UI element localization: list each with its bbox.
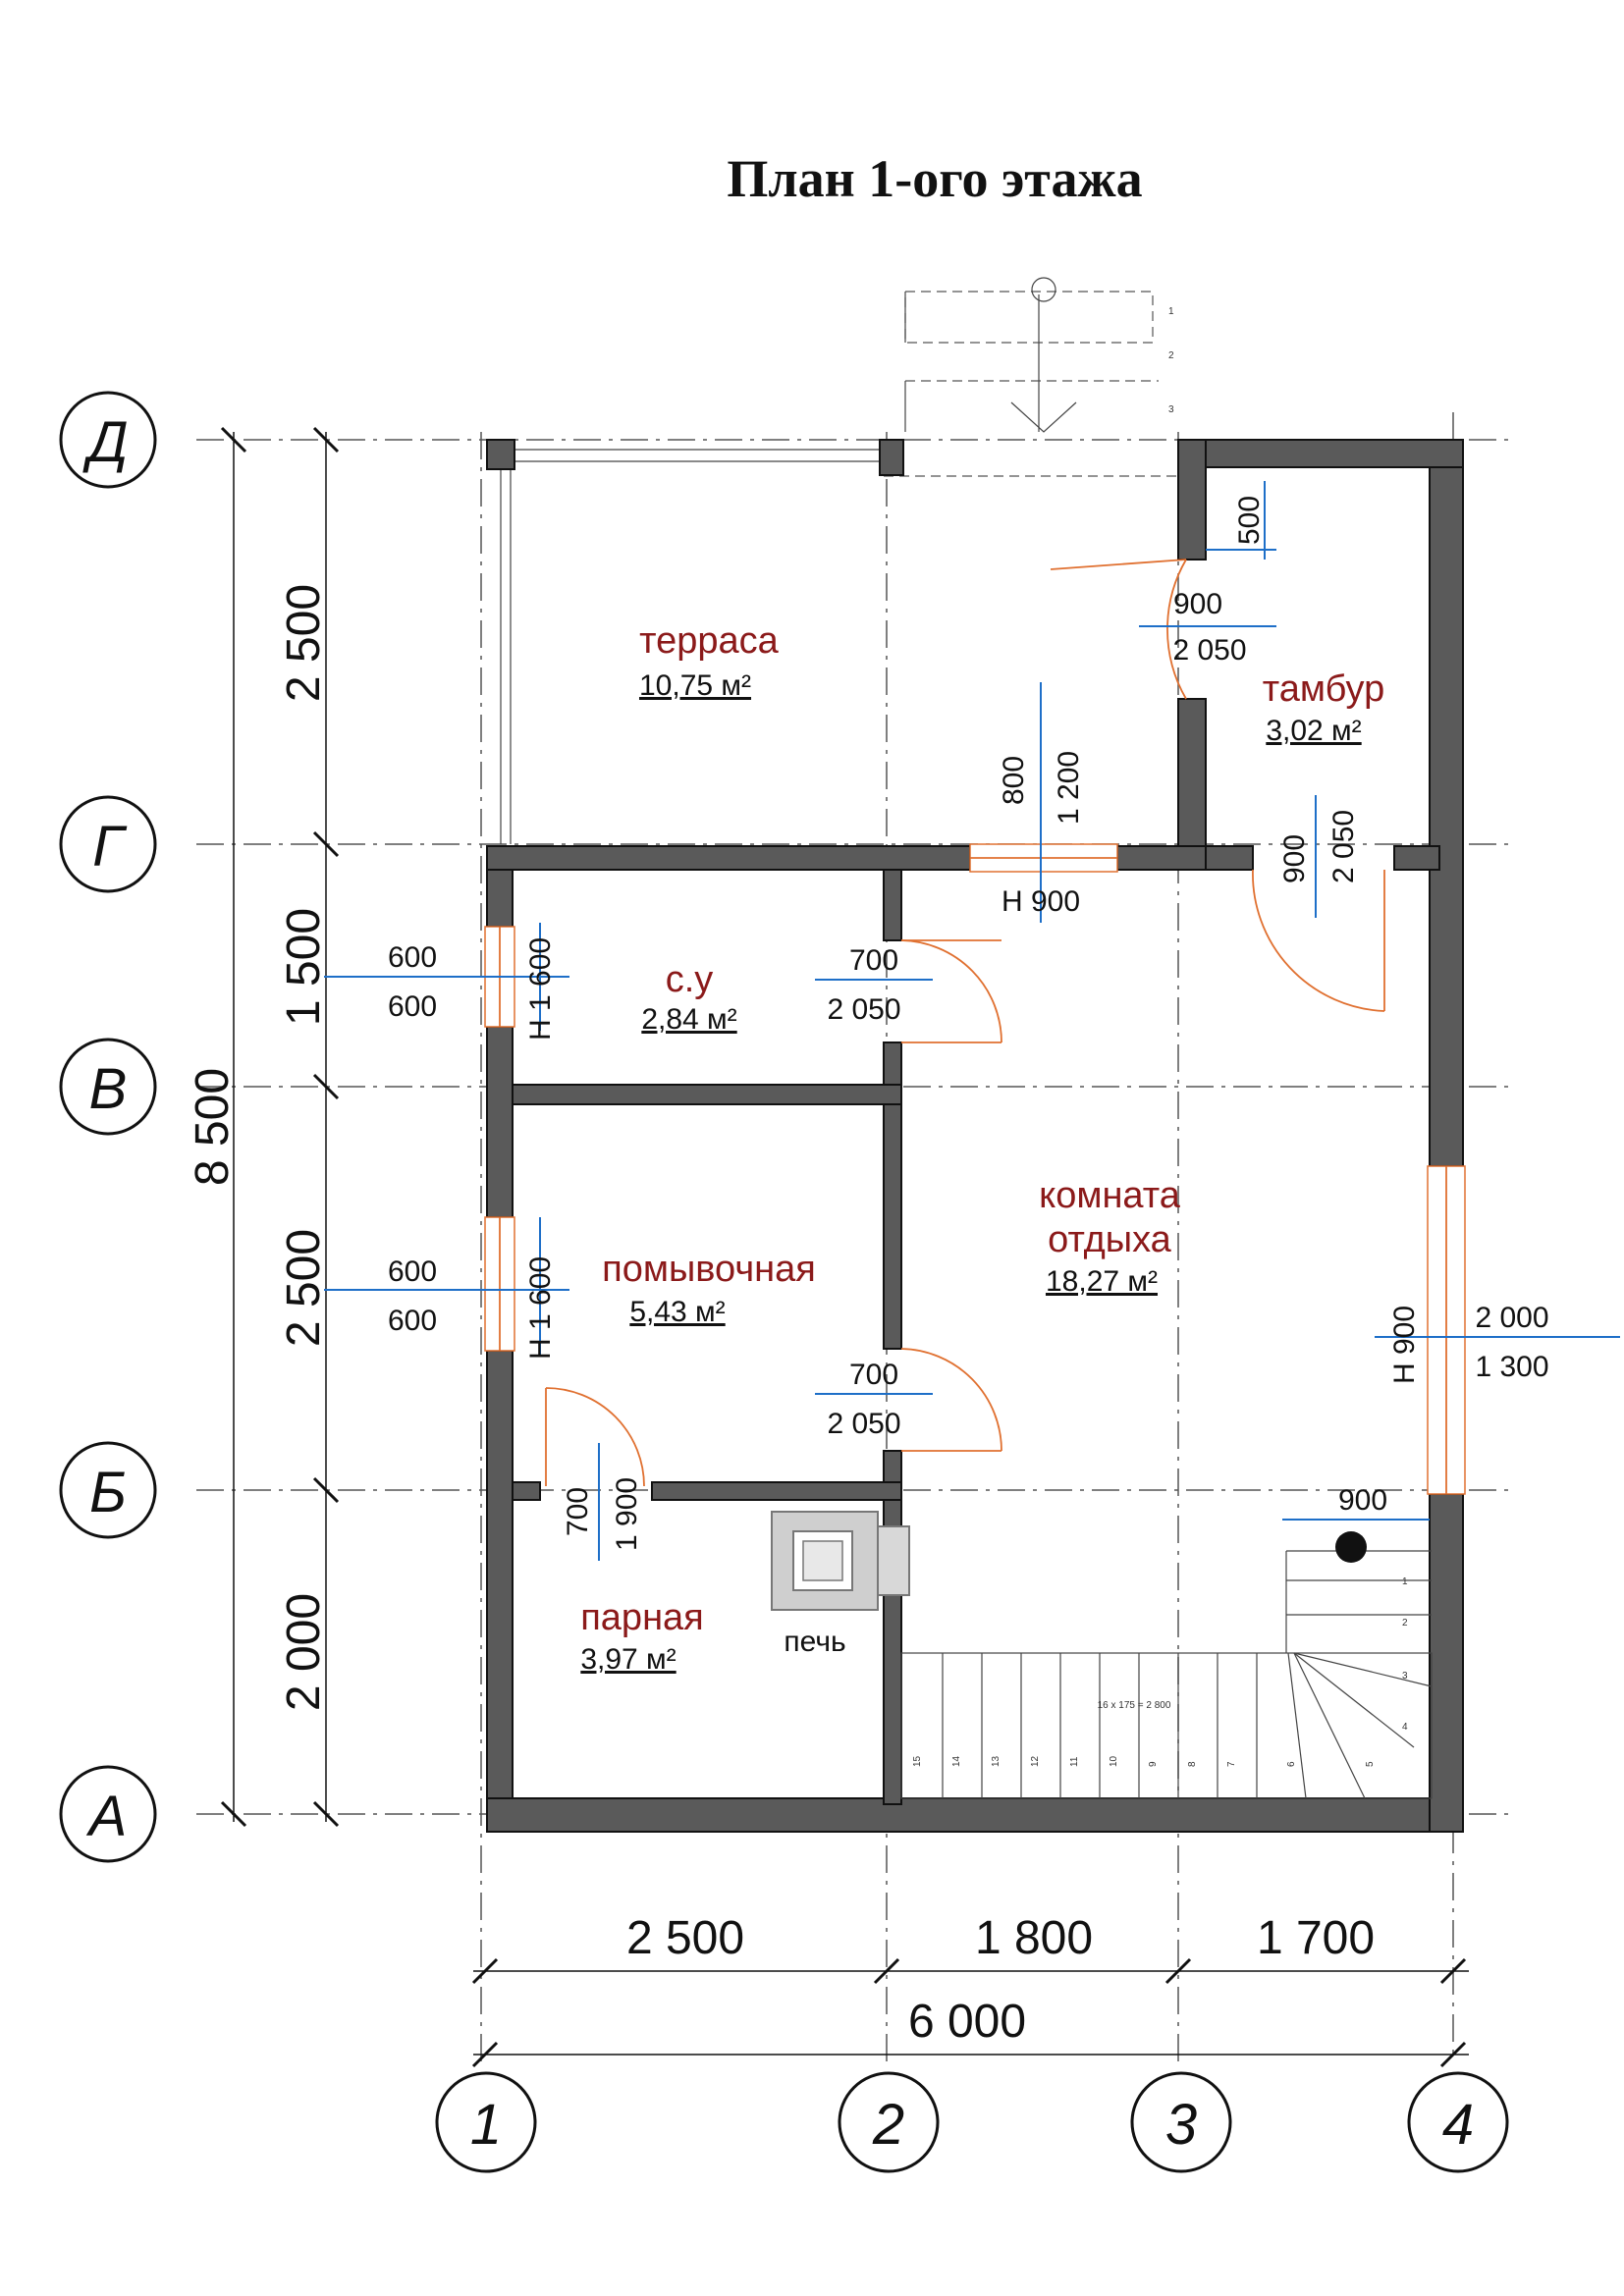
wash-window-sill: Н 1 600 — [524, 1256, 557, 1360]
stair-step-number: 6 — [1286, 1761, 1297, 1767]
walls — [486, 439, 1464, 1833]
stair-step-number: 9 — [1148, 1761, 1159, 1767]
windows — [484, 843, 1466, 1495]
wc-door-height: 2 050 — [827, 993, 900, 1026]
terrace-outline — [486, 439, 1178, 844]
wash-window-height: 600 — [388, 1305, 437, 1337]
room-area-lounge: 18,27 м² — [1046, 1265, 1158, 1298]
axis-label: А — [86, 1785, 128, 1848]
room-area-steam: 3,97 м² — [580, 1643, 676, 1676]
inner-door-height: 2 050 — [1327, 810, 1360, 883]
wc-door-width: 700 — [849, 944, 898, 977]
opening-annotations: 500 900 2 050 800 1 200 Н 900 900 2 050 … — [324, 481, 1620, 1561]
stair-step-number: 11 — [1069, 1756, 1080, 1767]
wash-door-height: 2 050 — [827, 1408, 900, 1440]
terrace-window-sill: Н 900 — [1001, 885, 1080, 918]
steam-door-width: 700 — [562, 1487, 594, 1536]
stair-step-number: 14 — [951, 1755, 962, 1767]
dim-gv: 1 500 — [278, 908, 330, 1026]
steam-door-height: 1 900 — [611, 1477, 643, 1551]
dim-total-horizontal: 6 000 — [908, 1996, 1026, 2048]
stove: печь — [771, 1511, 910, 1658]
axis-label: Г — [92, 815, 128, 879]
axis-label: 3 — [1165, 2093, 1197, 2157]
room-name-vestibule: тамбур — [1263, 668, 1384, 710]
stair-width: 900 — [1338, 1484, 1387, 1517]
porch-steps: 1 2 3 — [904, 277, 1174, 433]
stair-note: 16 x 175 = 2 800 — [1098, 1700, 1171, 1711]
vestibule-wall-size: 500 — [1233, 496, 1266, 545]
stair-step-number: 7 — [1226, 1761, 1237, 1767]
stair-step-number: 13 — [991, 1755, 1001, 1767]
axis-label: 4 — [1442, 2093, 1474, 2157]
room-area-vestibule: 3,02 м² — [1266, 715, 1361, 747]
terrace-window-height: 1 200 — [1053, 751, 1085, 825]
dim-ba: 2 000 — [278, 1593, 330, 1711]
wc-window-sill: Н 1 600 — [524, 937, 557, 1041]
stair-step-number: 2 — [1402, 1618, 1408, 1629]
room-area-washroom: 5,43 м² — [629, 1296, 725, 1328]
horizontal-dimensions: 2 500 1 800 1 700 6 000 — [471, 1912, 1469, 2068]
axis-label: 1 — [470, 2093, 502, 2157]
room-name-lounge-1: комната — [1039, 1175, 1181, 1216]
lounge-window-width: 2 000 — [1475, 1302, 1548, 1334]
room-name-lounge-2: отдыха — [1048, 1219, 1172, 1260]
vestibule-door-width: 900 — [1173, 588, 1222, 620]
porch-step-number: 3 — [1168, 404, 1174, 415]
axis-label: В — [89, 1057, 128, 1121]
wash-window-width: 600 — [388, 1255, 437, 1288]
room-area-wc: 2,84 м² — [641, 1003, 736, 1036]
wash-door-width: 700 — [849, 1359, 898, 1391]
dim-vb: 2 500 — [278, 1229, 330, 1347]
room-area-terrace: 10,75 м² — [639, 669, 751, 702]
plan-title: План 1-ого этажа — [727, 149, 1142, 208]
axis-bubbles-numbers: 1 2 3 4 — [435, 2071, 1509, 2173]
axis-bubbles-letters: Д Г В Б А — [59, 391, 157, 1863]
wc-window-height: 600 — [388, 990, 437, 1023]
lounge-window-sill: Н 900 — [1388, 1306, 1421, 1384]
stairs: 16 x 175 = 2 800 15 14 13 12 11 10 9 8 7… — [900, 1531, 1433, 1799]
stair-step-number: 10 — [1109, 1755, 1119, 1767]
stair-step-number: 5 — [1365, 1761, 1376, 1767]
lounge-window-height: 1 300 — [1475, 1351, 1548, 1383]
inner-door-width: 900 — [1278, 834, 1311, 883]
axis-label: 2 — [872, 2093, 904, 2157]
stair-step-number: 4 — [1402, 1722, 1408, 1733]
dim-1-2: 2 500 — [626, 1912, 744, 1964]
room-name-wc: с.у — [666, 959, 714, 1000]
room-labels: терраса 10,75 м² тамбур 3,02 м² с.у 2,84… — [580, 620, 1384, 1676]
dim-2-3: 1 800 — [975, 1912, 1093, 1964]
room-name-steam: парная — [580, 1597, 704, 1638]
room-name-washroom: помывочная — [602, 1249, 816, 1290]
axis-label: Б — [89, 1461, 127, 1524]
dim-3-4: 1 700 — [1257, 1912, 1375, 1964]
vestibule-door-height: 2 050 — [1172, 634, 1246, 667]
stair-step-number: 8 — [1187, 1761, 1198, 1767]
room-name-terrace: терраса — [639, 620, 780, 662]
axis-label: Д — [82, 410, 129, 474]
stove-label: печь — [784, 1626, 845, 1658]
doors — [545, 559, 1385, 1487]
stair-step-number: 3 — [1402, 1671, 1408, 1682]
dim-total-vertical: 8 500 — [187, 1068, 239, 1186]
porch-step-number: 2 — [1168, 350, 1174, 361]
stair-step-number: 12 — [1030, 1755, 1041, 1767]
vertical-dimensions: 2 500 1 500 2 500 2 000 8 500 — [187, 426, 340, 1828]
dim-da: 2 500 — [278, 584, 330, 702]
stair-step-number: 15 — [912, 1755, 923, 1767]
stair-step-number: 1 — [1402, 1576, 1408, 1587]
terrace-window-width: 800 — [998, 756, 1030, 805]
porch-step-number: 1 — [1168, 306, 1174, 317]
wc-window-width: 600 — [388, 941, 437, 974]
